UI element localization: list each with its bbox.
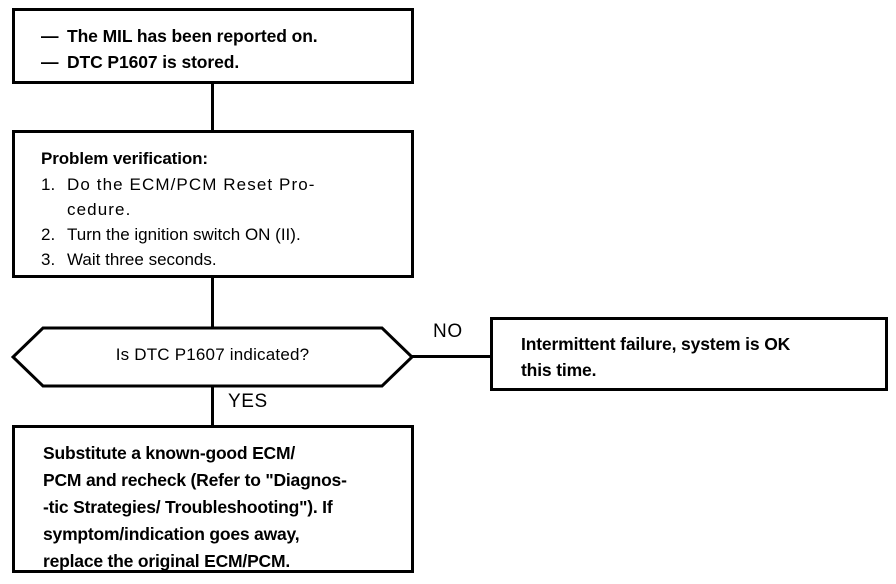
substitute-ecm-pcm-box: Substitute a known-good ECM/ PCM and rec… <box>12 425 414 573</box>
symptom-box: — The MIL has been reported on. — DTC P160… <box>12 8 414 84</box>
list-item: — The MIL has been reported on. <box>41 23 318 49</box>
symptom-list: — The MIL has been reported on. — DTC P160… <box>41 23 318 75</box>
step-number: 2. <box>41 225 56 244</box>
problem-verification-box: Problem verification: 1. Do the ECM/PCM … <box>12 130 414 278</box>
connector-decision-to-substitute <box>211 385 214 427</box>
list-item: — DTC P1607 is stored. <box>41 49 318 75</box>
step-text: Wait three seconds. <box>67 250 217 269</box>
step-text: Turn the ignition switch ON (II). <box>67 225 301 244</box>
decision-hexagon <box>11 326 414 388</box>
step-text: Do the ECM/PCM Reset Pro- cedure. <box>67 175 316 219</box>
substitute-instruction-text: Substitute a known-good ECM/ PCM and rec… <box>43 443 347 571</box>
hexagon-shape-icon <box>11 326 414 388</box>
branch-label-no: NO <box>433 321 463 342</box>
dash-bullet-icon: — <box>41 52 59 72</box>
step-number: 3. <box>41 250 56 269</box>
intermittent-failure-text: Intermittent failure, system is OK this … <box>521 334 791 380</box>
connector-symptom-to-verification <box>211 83 214 132</box>
symptom-item-text: DTC P1607 is stored. <box>67 52 240 72</box>
verification-heading: Problem verification: <box>41 149 208 168</box>
verification-content: Problem verification: 1. Do the ECM/PCM … <box>41 146 316 272</box>
intermittent-failure-box: Intermittent failure, system is OK this … <box>490 317 888 391</box>
dash-bullet-icon: — <box>41 26 59 46</box>
decision-question: Is DTC P1607 indicated? <box>115 345 310 364</box>
branch-label-yes: YES <box>228 391 268 412</box>
symptom-item-text: The MIL has been reported on. <box>67 26 318 46</box>
verification-step: 2. Turn the ignition switch ON (II). <box>41 222 316 247</box>
connector-verification-to-decision <box>211 277 214 329</box>
step-number: 1. <box>41 175 56 194</box>
connector-decision-to-intermittent <box>411 355 491 358</box>
verification-step: 1. Do the ECM/PCM Reset Pro- cedure. <box>41 172 316 222</box>
verification-step: 3. Wait three seconds. <box>41 247 316 272</box>
